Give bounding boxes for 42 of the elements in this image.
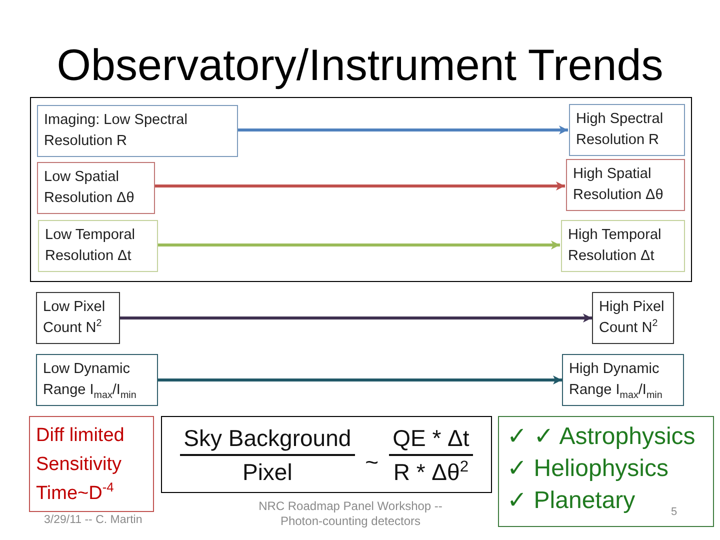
formula-denominator: Pixel xyxy=(241,458,294,484)
parameter-box xyxy=(561,220,685,272)
checked-item: ✓ ✓ Astrophysics xyxy=(507,422,696,452)
arrow xyxy=(158,376,562,384)
checked-item: ✓ Planetary xyxy=(507,486,636,516)
footer-text: 3/29/11 -- C. Martin xyxy=(44,513,142,528)
group-frame xyxy=(30,97,692,282)
parameter-box xyxy=(36,354,158,406)
checked-item: ✓ Heliophysics xyxy=(507,454,668,484)
parameter-box xyxy=(592,292,674,344)
slide-title: Observatory/Instrument Trends xyxy=(56,40,664,92)
parameter-label: High Dynamic Range I$_{max}$/I$_{min}$ xyxy=(569,360,664,401)
parameter-label: Low Dynamic Range I$_{max}$/I$_{min}$ xyxy=(43,360,138,401)
parameter-box xyxy=(37,105,238,157)
parameter-label: Low Pixel Count N$^{2}$ xyxy=(43,298,106,338)
formula-box xyxy=(161,416,492,493)
arrow xyxy=(237,126,568,134)
approx-sign: ~ xyxy=(364,448,380,474)
arrow xyxy=(157,240,560,250)
parameter-label: High Spectral Resolution R xyxy=(576,110,664,150)
parameter-label: Low Temporal Resolution Δt xyxy=(45,226,136,266)
parameter-label: High Spatial Resolution Δθ xyxy=(573,165,664,205)
parameter-label: High Pixel Count N$^{2}$ xyxy=(599,298,666,338)
parameter-box xyxy=(37,162,155,214)
parameter-box xyxy=(566,159,685,211)
parameter-box xyxy=(38,220,158,272)
formula-numerator: QE * Δt xyxy=(392,424,470,450)
parameter-label: High Temporal Resolution Δt xyxy=(568,226,662,266)
callout-box xyxy=(29,416,154,512)
parameter-box xyxy=(36,292,120,344)
callout-text: Diff limited Sensitivity Time~D$^{-4}$ xyxy=(36,424,126,506)
slide-number: 5 xyxy=(671,505,678,520)
parameter-label: Low Spatial Resolution Δθ xyxy=(44,168,136,208)
parameter-label: Imaging: Low Spectral Resolution R xyxy=(44,111,188,151)
arrow xyxy=(120,314,592,322)
formula-denominator: R * Δθ$^{2}$ xyxy=(392,458,470,484)
parameter-box xyxy=(562,354,684,406)
parameter-box xyxy=(569,104,685,156)
checklist-box xyxy=(498,416,714,527)
footer-text: NRC Roadmap Panel Workshop -- Photon-counting detectors xyxy=(258,499,444,529)
formula-numerator: Sky Background xyxy=(182,424,352,450)
arrow xyxy=(154,182,565,190)
